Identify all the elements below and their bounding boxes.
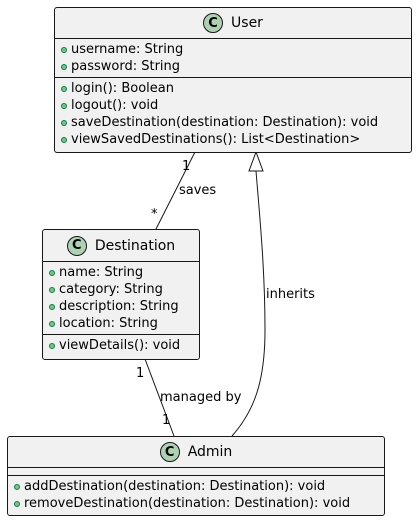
class-destination-name: Destination xyxy=(94,237,176,254)
public-visibility-icon xyxy=(49,269,55,276)
managed-by-label: managed by xyxy=(160,390,242,405)
method-row: saveDestination(destination: Destination… xyxy=(61,114,411,131)
public-visibility-icon xyxy=(61,102,67,109)
class-destination[interactable]: C Destination name: String category: Str… xyxy=(42,229,200,360)
public-visibility-icon xyxy=(49,286,55,293)
method-row: viewDetails(): void xyxy=(49,337,199,354)
class-destination-attributes: name: String category: String descriptio… xyxy=(43,262,199,335)
managed-by-to-multiplicity: 1 xyxy=(162,413,171,428)
attribute-row: location: String xyxy=(49,315,199,332)
class-user-attributes: username: String password: String xyxy=(55,39,411,78)
class-stereotype-icon: C xyxy=(66,235,87,256)
public-visibility-icon xyxy=(14,483,20,490)
method-row: addDestination(destination: Destination)… xyxy=(14,478,384,495)
class-stereotype-icon: C xyxy=(203,13,224,33)
public-visibility-icon xyxy=(49,320,55,327)
saves-to-multiplicity: * xyxy=(151,207,158,222)
public-visibility-icon xyxy=(49,303,55,310)
public-visibility-icon xyxy=(49,342,55,349)
public-visibility-icon xyxy=(61,119,67,126)
saves-label: saves xyxy=(179,183,217,198)
method-row: viewSavedDestinations(): List<Destinatio… xyxy=(61,131,411,148)
attribute-row: description: String xyxy=(49,298,199,315)
public-visibility-icon xyxy=(61,46,67,53)
public-visibility-icon xyxy=(61,85,67,92)
class-user-methods: login(): Boolean logout(): void saveDest… xyxy=(55,78,411,150)
class-user-name: User xyxy=(231,15,263,31)
class-stereotype-icon: C xyxy=(159,442,180,462)
method-row: logout(): void xyxy=(61,97,411,114)
inherits-label: inherits xyxy=(266,287,315,302)
class-destination-header: C Destination xyxy=(43,230,199,262)
attribute-row: username: String xyxy=(61,41,411,58)
class-admin-header: C Admin xyxy=(8,437,384,468)
class-admin[interactable]: C Admin addDestination(destination: Dest… xyxy=(7,436,385,516)
method-row: removeDestination(destination: Destinati… xyxy=(14,495,384,512)
attribute-row: category: String xyxy=(49,281,199,298)
inherits-arrowhead xyxy=(248,150,264,172)
public-visibility-icon xyxy=(61,63,67,70)
method-row: login(): Boolean xyxy=(61,80,411,97)
inherits-generalization-line xyxy=(231,170,266,437)
managed-by-association-line xyxy=(144,358,175,437)
attribute-row: password: String xyxy=(61,58,411,75)
saves-association-line xyxy=(155,151,196,230)
public-visibility-icon xyxy=(14,500,20,507)
class-destination-methods: viewDetails(): void xyxy=(43,335,199,356)
class-user-header: C User xyxy=(55,8,411,39)
class-admin-name: Admin xyxy=(187,444,233,460)
saves-from-multiplicity: 1 xyxy=(182,159,191,174)
attribute-row: name: String xyxy=(49,264,199,281)
class-admin-attributes xyxy=(8,468,384,476)
class-admin-methods: addDestination(destination: Destination)… xyxy=(8,476,384,514)
class-user[interactable]: C User username: String password: String… xyxy=(54,7,412,153)
managed-by-from-multiplicity: 1 xyxy=(136,366,145,381)
public-visibility-icon xyxy=(61,136,67,143)
